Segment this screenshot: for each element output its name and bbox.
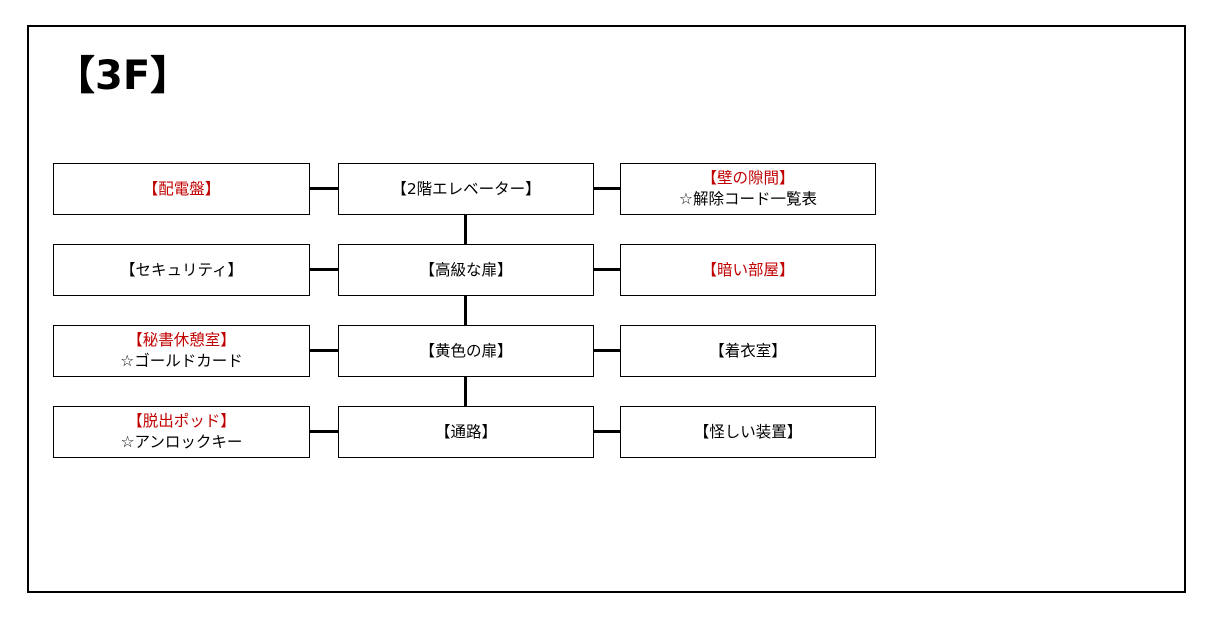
page-title: 【3F】: [55, 53, 191, 99]
map-node-r1c2[interactable]: 【2階エレベーター】: [338, 163, 594, 215]
map-node-title: 【セキュリティ】: [119, 260, 244, 279]
map-node-title: 【黄色の扉】: [419, 341, 513, 360]
connector-r1c2-r2c2: [464, 215, 467, 244]
map-node-title: 【配電盤】: [142, 179, 221, 198]
map-node-r2c1[interactable]: 【セキュリティ】: [53, 244, 310, 296]
map-node-r4c2[interactable]: 【通路】: [338, 406, 594, 458]
map-node-r2c2[interactable]: 【高級な扉】: [338, 244, 594, 296]
map-node-title: 【通路】: [434, 422, 497, 441]
map-node-item: ☆解除コード一覧表: [679, 190, 817, 208]
map-node-r1c3[interactable]: 【壁の隙間】 ☆解除コード一覧表: [620, 163, 876, 215]
map-node-title: 【高級な扉】: [419, 260, 513, 279]
connector-r1c1-r1c2: [310, 187, 338, 190]
map-node-item: ☆アンロックキー: [120, 433, 243, 451]
map-node-title: 【秘書休憩室】: [127, 331, 236, 349]
map-node-r3c3[interactable]: 【着衣室】: [620, 325, 876, 377]
map-node-r4c3[interactable]: 【怪しい装置】: [620, 406, 876, 458]
map-node-r1c1[interactable]: 【配電盤】: [53, 163, 310, 215]
connector-r3c2-r3c3: [594, 349, 620, 352]
map-node-r4c1[interactable]: 【脱出ポッド】 ☆アンロックキー: [53, 406, 310, 458]
map-node-item: ☆ゴールドカード: [120, 352, 243, 370]
connector-r1c2-r1c3: [594, 187, 620, 190]
map-node-title: 【2階エレベーター】: [391, 179, 541, 198]
diagram-frame: [27, 25, 1186, 593]
connector-r4c1-r4c2: [310, 430, 338, 433]
map-node-r2c3[interactable]: 【暗い部屋】: [620, 244, 876, 296]
map-node-r3c2[interactable]: 【黄色の扉】: [338, 325, 594, 377]
map-node-title: 【着衣室】: [709, 341, 787, 360]
map-node-title: 【脱出ポッド】: [127, 412, 236, 430]
connector-r4c2-r4c3: [594, 430, 620, 433]
map-node-title: 【暗い部屋】: [701, 260, 795, 279]
map-node-title: 【怪しい装置】: [693, 422, 803, 441]
connector-r2c1-r2c2: [310, 268, 338, 271]
map-node-r3c1[interactable]: 【秘書休憩室】 ☆ゴールドカード: [53, 325, 310, 377]
connector-r3c2-r4c2: [464, 377, 467, 406]
connector-r3c1-r3c2: [310, 349, 338, 352]
connector-r2c2-r2c3: [594, 268, 620, 271]
map-node-title: 【壁の隙間】: [701, 169, 795, 187]
connector-r2c2-r3c2: [464, 296, 467, 325]
